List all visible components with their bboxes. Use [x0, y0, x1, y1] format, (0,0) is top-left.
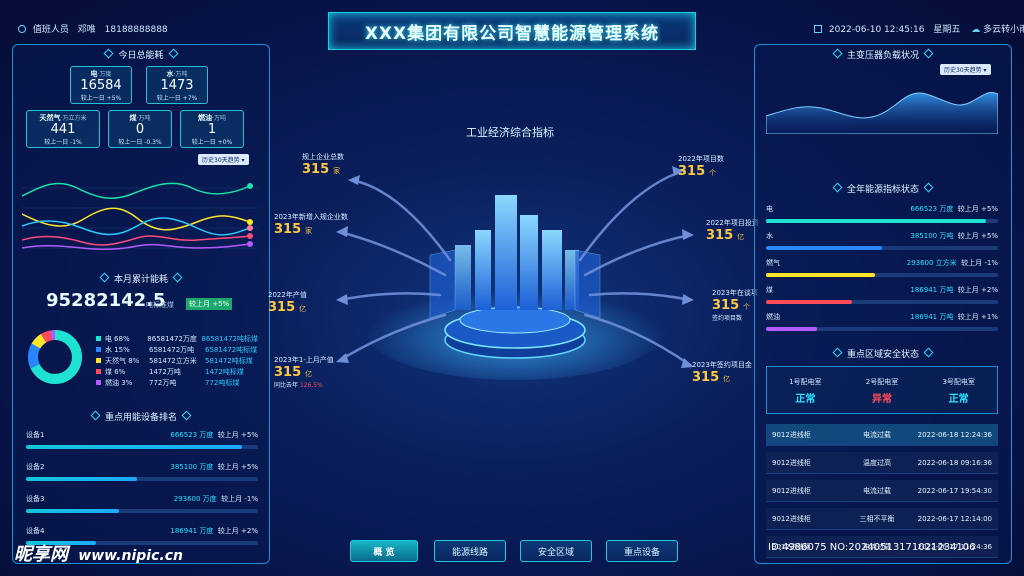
trend-line-red — [22, 235, 251, 246]
duty-name: 邓唯 — [77, 25, 96, 35]
nav-overview[interactable]: 概 览 — [350, 540, 418, 562]
page-title: XXX集团有限公司智慧能源管理系统 — [328, 12, 696, 50]
indicator-bar-fill — [766, 246, 882, 250]
nav-safety-area[interactable]: 安全区域 — [520, 540, 592, 562]
arrow-left-1 — [350, 178, 452, 262]
arrow-right-4 — [583, 313, 692, 367]
history-select-right[interactable]: 历史30天趋势 ▾ — [940, 64, 991, 75]
rank-bar-fill — [26, 509, 119, 513]
donut-water — [28, 330, 82, 384]
center-title: 工业经济综合指标 — [466, 126, 554, 139]
trend-line-cyan — [22, 217, 251, 236]
month-compare-badge: 较上月 +5% — [186, 298, 233, 310]
rank-bar-fill — [26, 541, 96, 545]
indicator-bar-fill — [766, 300, 852, 304]
duty-label: 值班人员 — [32, 25, 69, 35]
legend-swatch — [96, 358, 101, 363]
indicator-bar-fill — [766, 219, 987, 223]
center-graphic — [336, 166, 694, 380]
load-title: 主变压器负载状况 — [754, 48, 1012, 61]
safety-title: 重点区域安全状态 — [754, 347, 1012, 360]
trend-chart-left — [22, 182, 258, 251]
room-3[interactable]: 3号配电室正常 — [942, 378, 975, 405]
history-select-left[interactable]: 历史30天趋势 ▾ — [198, 154, 249, 165]
arrow-left-3 — [338, 292, 442, 302]
month-energy-title: 本月累计能耗 — [12, 272, 270, 285]
arrow-left-4 — [338, 313, 447, 362]
weather-text: 多云转小雨 — [983, 25, 1024, 35]
datetime: 2022-06-10 12:45:16 星期五 ☁ 多云转小雨 — [814, 22, 1024, 35]
month-total-value: 95282142.5 — [46, 290, 166, 311]
legend-swatch — [96, 336, 101, 341]
legend-swatch — [96, 380, 101, 385]
watermark-id: ID:4986075 NO:20240513171021234106 — [768, 542, 976, 553]
donut-oil — [28, 330, 82, 384]
indicator-bar-fill — [766, 273, 876, 277]
rank-title: 重点用能设备排名 — [12, 410, 270, 423]
safety-rooms: 1号配电室正常 2号配电室异常 3号配电室正常 — [766, 366, 998, 414]
legend-swatch — [96, 347, 101, 352]
today-energy-title: 今日总能耗 — [12, 48, 270, 61]
rank-bar-fill — [26, 445, 242, 449]
nav-key-equipment[interactable]: 重点设备 — [606, 540, 678, 562]
weather-icon: ☁ — [971, 25, 981, 35]
arrow-right-3 — [588, 292, 692, 302]
month-unit: 吨标准煤 — [146, 301, 174, 309]
trend-line-yellow — [22, 207, 251, 231]
room-2[interactable]: 2号配电室异常 — [865, 378, 899, 405]
energy-status-title: 全年能源指标状态 — [754, 182, 1012, 195]
indicator-bar-fill — [766, 327, 818, 331]
watermark-logo: 昵享网 www.nipic.cn — [14, 544, 183, 565]
arrow-right-1 — [578, 170, 682, 262]
trend-line-purple — [22, 243, 251, 251]
user-icon — [18, 25, 26, 33]
duty-info: 值班人员 邓唯 18188888888 — [18, 22, 168, 35]
legend-swatch — [96, 369, 101, 374]
arrow-left-2 — [338, 230, 447, 277]
arrow-right-2 — [583, 233, 692, 277]
rank-bar-fill — [26, 477, 138, 481]
trend-line-green — [22, 182, 251, 200]
load-area-chart — [766, 91, 998, 134]
duty-phone: 18188888888 — [104, 25, 168, 35]
energy-donut-chart — [28, 330, 82, 384]
calendar-icon — [814, 25, 822, 33]
nav-energy-lines[interactable]: 能源线路 — [434, 540, 506, 562]
room-1[interactable]: 1号配电室正常 — [789, 378, 822, 405]
